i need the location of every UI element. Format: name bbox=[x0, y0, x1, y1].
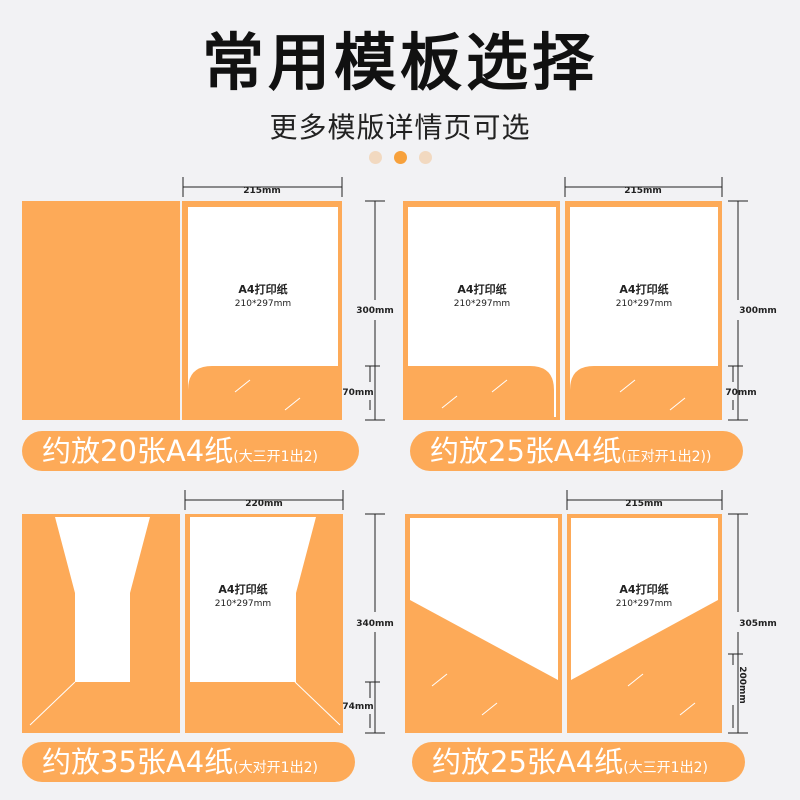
capacity-badge: 约放25张A4纸(大三开1出2) bbox=[412, 742, 745, 782]
paper-size: 210*297mm bbox=[616, 599, 672, 609]
paper-size: 210*297mm bbox=[616, 299, 672, 309]
height-label: 300mm bbox=[356, 306, 394, 316]
capacity-badge: 约放20张A4纸(大三开1出2) bbox=[22, 431, 359, 471]
pocket-label: 200mm bbox=[737, 666, 747, 704]
height-label: 305mm bbox=[739, 619, 777, 629]
width-label: 220mm bbox=[245, 499, 283, 509]
capacity-badge: 约放35张A4纸(大对开1出2) bbox=[22, 742, 355, 782]
pocket-label: 74mm bbox=[342, 702, 373, 712]
width-label: 215mm bbox=[625, 499, 663, 509]
paper-label: A4打印纸 bbox=[457, 282, 506, 296]
page-title: 常用模板选择 bbox=[201, 26, 598, 99]
paper-size: 210*297mm bbox=[235, 299, 291, 309]
paper-label: A4打印纸 bbox=[619, 282, 668, 296]
capacity-badge: 约放25张A4纸(正对开1出2)) bbox=[410, 431, 743, 471]
page-subtitle: 更多模版详情页可选 bbox=[269, 111, 531, 144]
paper-size: 210*297mm bbox=[454, 299, 510, 309]
height-label: 300mm bbox=[739, 306, 777, 316]
height-label: 340mm bbox=[356, 619, 394, 629]
paper-size: 210*297mm bbox=[215, 599, 271, 609]
paper-label: A4打印纸 bbox=[218, 582, 267, 596]
width-label: 215mm bbox=[624, 186, 662, 196]
carousel-dot-active[interactable] bbox=[394, 151, 407, 164]
folder-cover bbox=[22, 201, 180, 420]
carousel-dot[interactable] bbox=[419, 151, 432, 164]
width-label: 215mm bbox=[243, 186, 281, 196]
pocket-label: 70mm bbox=[342, 388, 373, 398]
carousel-dot[interactable] bbox=[369, 151, 382, 164]
pocket-label: 70mm bbox=[725, 388, 756, 398]
paper-label: A4打印纸 bbox=[238, 282, 287, 296]
paper-label: A4打印纸 bbox=[619, 582, 668, 596]
